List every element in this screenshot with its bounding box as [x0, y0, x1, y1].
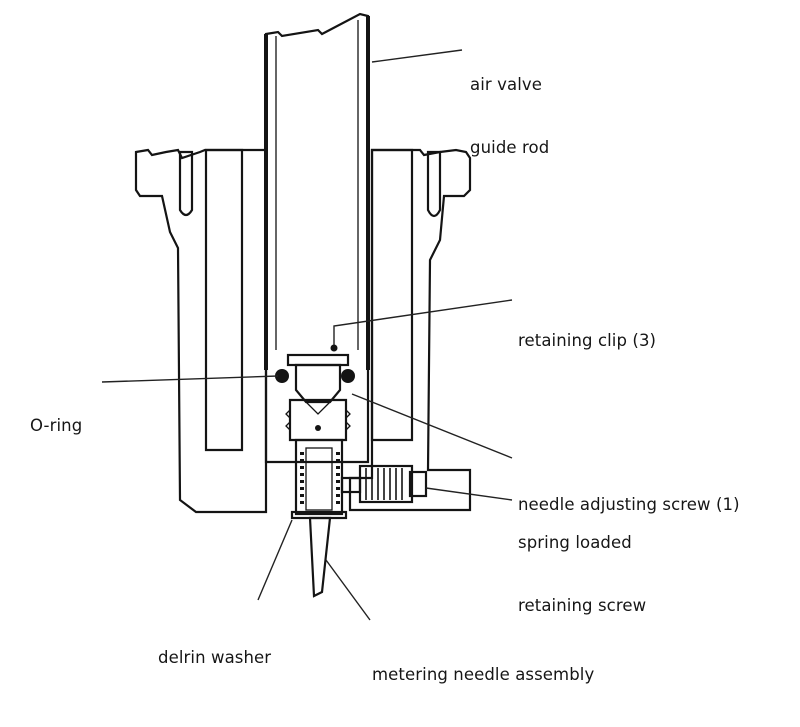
spring-coil [336, 473, 340, 476]
label-line: spring loaded [518, 533, 632, 552]
spring-coil [300, 466, 304, 469]
spring-coil [336, 466, 340, 469]
spring-coil [300, 473, 304, 476]
spring-coil [336, 452, 340, 455]
spring-coil [336, 459, 340, 462]
leader-o-ring [101, 375, 279, 383]
label-line: retaining screw [518, 596, 647, 615]
label-air-valve-guide-rod: air valve guide rod [470, 32, 549, 200]
diagram-canvas: air valve guide rod retaining clip (3) O… [30, 12, 740, 684]
housing-right [348, 148, 472, 512]
label-line: delrin washer [158, 648, 272, 667]
spring-coil [336, 480, 340, 483]
spring-coil [336, 487, 340, 490]
label-metering-needle-assembly: metering needle assembly [372, 622, 594, 727]
leader-delrin-washer [257, 519, 293, 601]
leader-spring-screw [425, 487, 513, 501]
leader-guide-rod [371, 49, 463, 63]
retaining-clip-pin [330, 344, 338, 352]
housing-left-slot [178, 150, 194, 217]
retaining-clip-shape [286, 353, 350, 367]
leader-metering-needle [325, 559, 371, 621]
housing-right-inner-cavity [370, 148, 414, 442]
spring-coil [300, 452, 304, 455]
spring-coil [300, 459, 304, 462]
label-needle-adjusting-screw: needle adjusting screw (1) [518, 452, 740, 557]
label-line: retaining clip (3) [518, 331, 657, 350]
needle-head-assembly [275, 344, 355, 442]
housing-left-body [134, 148, 268, 514]
label-delrin-washer: delrin washer [158, 605, 271, 710]
label-retaining-clip: retaining clip (3) [518, 288, 656, 393]
spring-coil [336, 494, 340, 497]
label-line: guide rod [470, 138, 550, 157]
leader-retaining-clip [333, 299, 513, 345]
needle-spring-coils [300, 452, 340, 504]
label-spring-loaded-retaining-screw: spring loaded retaining screw [518, 490, 646, 658]
spring-coil [300, 494, 304, 497]
housing-left-inner-cavity [204, 148, 244, 452]
label-line: O-ring [30, 416, 83, 435]
label-line: metering needle assembly [372, 665, 595, 684]
housing-left [134, 148, 268, 514]
housing-right-slot [426, 150, 442, 218]
leader-needle-adjusting-screw [351, 393, 513, 459]
o-ring-left [275, 369, 289, 383]
label-line: needle adjusting screw (1) [518, 495, 740, 514]
o-ring-right [341, 369, 355, 383]
needle-adjusting-screw-shape [294, 363, 342, 404]
label-line: air valve [470, 75, 542, 94]
spring-coil [300, 487, 304, 490]
label-o-ring: O-ring [30, 373, 82, 478]
spring-loaded-retaining-screw [340, 464, 428, 504]
guide-rod-tube [264, 12, 370, 464]
leader-lines [101, 49, 513, 621]
spring-coil [300, 480, 304, 483]
carburettor-cross-section-drawing [101, 12, 513, 621]
needle-spring-assembly [290, 438, 348, 520]
spring-coil [336, 501, 340, 504]
metering-needle [308, 516, 332, 598]
air-valve-guide-rod [264, 12, 370, 464]
spring-coil [300, 501, 304, 504]
